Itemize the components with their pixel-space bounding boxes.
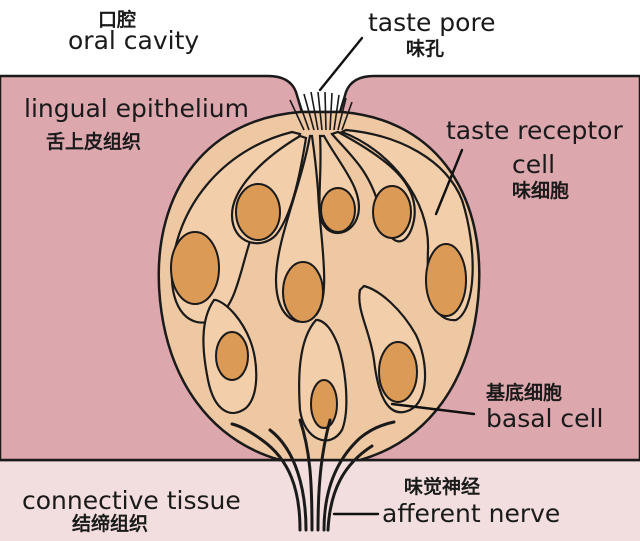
label-afferent-nerve-zh: 味觉神经 [404, 475, 480, 498]
label-lingual-epithelium-en: lingual epithelium [24, 94, 249, 123]
nucleus [310, 379, 338, 429]
pointer-basal-cell [390, 402, 476, 416]
afferent-nerve-fibers [230, 418, 396, 532]
nucleus [215, 331, 249, 381]
nucleus [235, 183, 281, 241]
label-lingual-epithelium-zh: 舌上皮组织 [46, 130, 141, 153]
label-basal-cell-en: basal cell [486, 404, 603, 433]
label-taste-pore-en: taste pore [368, 8, 496, 37]
label-taste-receptor-cell-en1: taste receptor [446, 116, 623, 145]
nucleus [170, 231, 220, 305]
microvilli [289, 91, 353, 131]
cell-nuclei [170, 183, 467, 429]
nucleus [425, 243, 467, 317]
label-afferent-nerve-en: afferent nerve [382, 499, 560, 528]
label-oral-cavity-en: oral cavity [68, 26, 199, 55]
label-basal-cell-zh: 基底细胞 [485, 381, 562, 404]
nucleus [378, 341, 418, 403]
nucleus [320, 187, 356, 233]
pointer-taste-receptor-cell [434, 148, 464, 216]
nucleus [282, 261, 324, 323]
label-taste-receptor-cell-en2: cell [512, 150, 555, 179]
label-connective-tissue-zh: 结缔组织 [72, 512, 148, 535]
nucleus [372, 185, 412, 239]
label-oral-cavity-zh: 口腔 [98, 8, 136, 31]
pointer-taste-pore [318, 36, 364, 92]
label-taste-receptor-cell-zh: 味细胞 [512, 179, 569, 202]
label-taste-pore-zh: 味孔 [406, 38, 444, 60]
label-connective-tissue-en: connective tissue [22, 486, 241, 515]
